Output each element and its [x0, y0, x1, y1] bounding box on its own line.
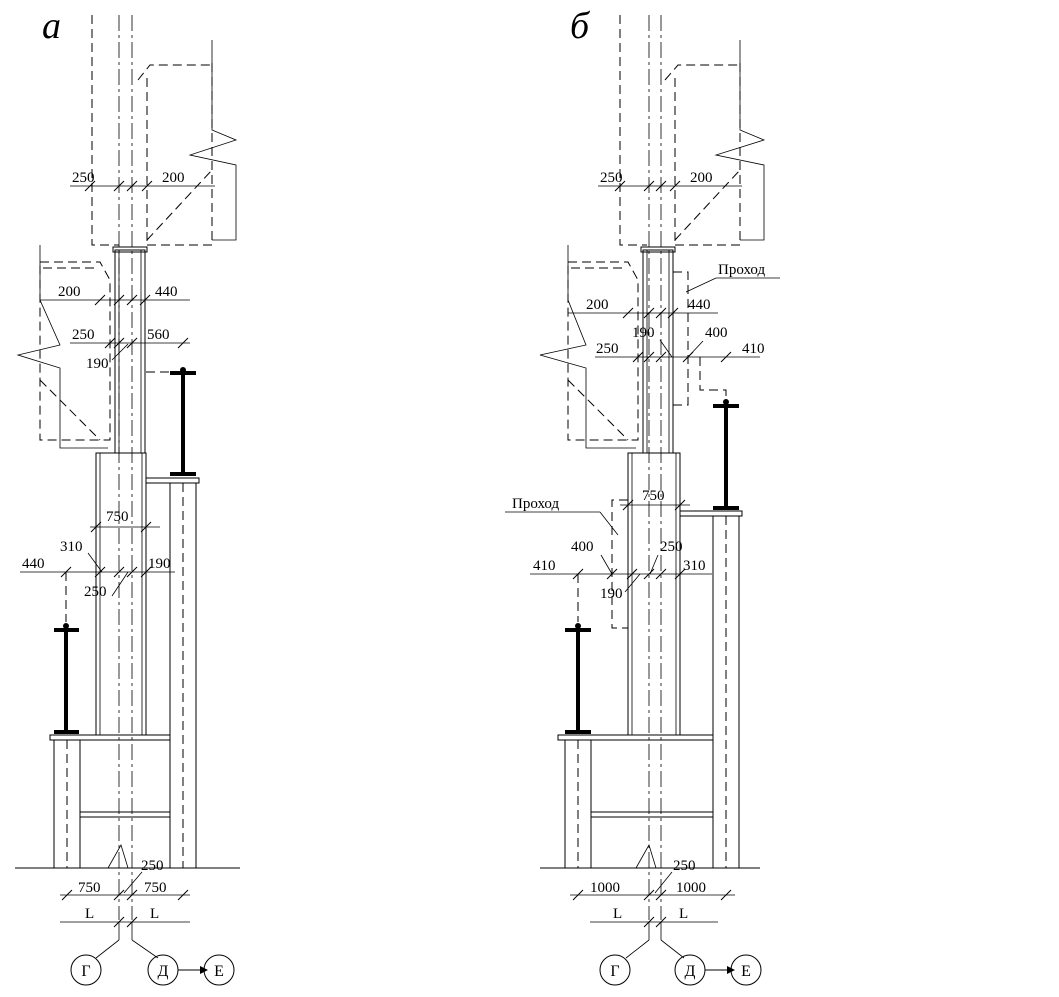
dim-text: 250	[72, 327, 95, 343]
axis-label: Д	[685, 963, 696, 980]
dim-text: L	[613, 906, 622, 922]
dim-text: 410	[742, 341, 765, 357]
axis-bubble-g	[599, 954, 631, 986]
dim-text: 200	[586, 297, 609, 313]
dim-text: 410	[533, 558, 556, 574]
dim-text: 250	[84, 584, 107, 600]
axis-label: Г	[610, 963, 619, 980]
axis-bubble-e	[203, 954, 235, 986]
axis-bubble-g	[70, 954, 102, 986]
dim-text: L	[85, 906, 94, 922]
dim-text: 250	[72, 170, 95, 186]
dim-text: 250	[141, 858, 164, 874]
variant-a: а	[15, 5, 240, 986]
dim-text: 250	[596, 341, 619, 357]
axis-label: Е	[214, 963, 224, 980]
axis-label: Д	[158, 963, 169, 980]
note-passage-lower: Проход	[512, 496, 559, 512]
dim-text: L	[679, 906, 688, 922]
dim-text: 400	[705, 325, 728, 341]
axis-label: Е	[741, 963, 751, 980]
dim-text: 250	[600, 170, 623, 186]
dim-text: 200	[162, 170, 185, 186]
dim-text: 190	[600, 586, 623, 602]
dim-text: 310	[683, 558, 706, 574]
upper-column	[114, 249, 146, 454]
axis-bubble-e	[730, 954, 762, 986]
dim-text: 750	[106, 509, 129, 525]
variant-b-label: б	[570, 5, 591, 47]
dim-text: 440	[688, 297, 711, 313]
dim-text: 310	[60, 539, 83, 555]
variant-b: б Проход	[505, 5, 780, 986]
axis-label: Г	[81, 963, 90, 980]
variant-a-label: а	[42, 5, 61, 47]
dim-text: 190	[86, 356, 109, 372]
dim-text: 250	[673, 858, 696, 874]
dim-text: 750	[78, 880, 101, 896]
dim-text: 190	[148, 556, 171, 572]
dim-text: 190	[632, 325, 655, 341]
dim-text: 750	[144, 880, 167, 896]
dim-text: 250	[660, 539, 683, 555]
dim-text: 200	[690, 170, 713, 186]
dim-text: 440	[22, 556, 45, 572]
dim-text: 1000	[676, 880, 706, 896]
note-passage-upper: Проход	[718, 262, 765, 278]
dim-text: L	[150, 906, 159, 922]
dim-text: 400	[571, 539, 594, 555]
dim-text: 200	[58, 284, 81, 300]
dim-text: 440	[155, 284, 178, 300]
dim-text: 1000	[590, 880, 620, 896]
dim-text: 750	[642, 488, 665, 504]
dim-text: 560	[147, 327, 170, 343]
